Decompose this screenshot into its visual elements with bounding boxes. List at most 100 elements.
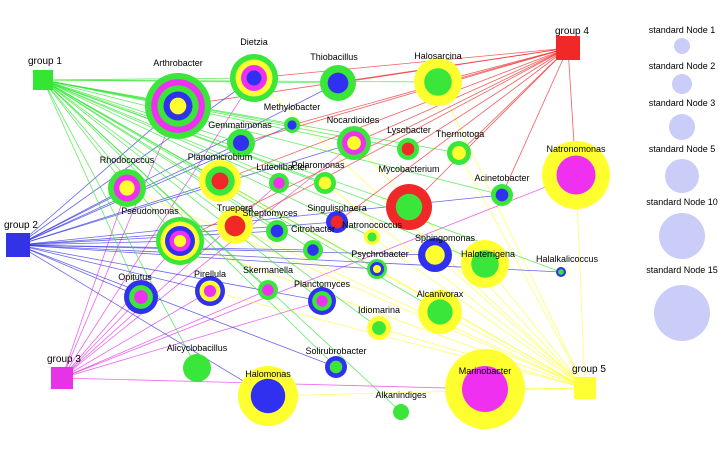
- node-label: Halalkalicoccus: [536, 254, 599, 264]
- node-label: Lysobacter: [387, 125, 431, 135]
- node-singulisphaera: Singulisphaera: [307, 203, 367, 233]
- edge-g1-gemmatimonas: [42, 79, 242, 144]
- node-label: Marinobacter: [459, 366, 512, 376]
- node-ring: [203, 284, 217, 298]
- edge-g4-singulisphaera: [336, 47, 569, 223]
- node-label: Skermanella: [243, 265, 293, 275]
- edge-g3-opitutus: [61, 296, 142, 379]
- node-ring: [330, 215, 344, 229]
- edge-g2-pirellula: [17, 244, 211, 292]
- edge-g5-psychrobacter: [376, 268, 586, 389]
- node-label: Nocardioides: [327, 115, 380, 125]
- node-marinobacter: Marinobacter: [445, 349, 525, 429]
- legend-circle: [665, 159, 699, 193]
- edge-g5-thermotoga: [458, 152, 586, 389]
- node-ring: [224, 215, 246, 237]
- edge-g3-nocardioides: [61, 142, 355, 379]
- node-ring: [329, 360, 343, 374]
- node-acinetobacter: Acinetobacter: [474, 173, 530, 206]
- legend-label: standard Node 15: [646, 265, 718, 275]
- group-label-4: group 4: [555, 26, 589, 37]
- node-idiomarina: Idiomarina: [358, 305, 400, 340]
- node-label: Arthrobacter: [153, 58, 203, 68]
- group-hub-1: [33, 70, 53, 90]
- node-planomicrobium: Planomicrobium: [188, 152, 252, 202]
- node-label: Thermotoga: [436, 129, 485, 139]
- node-truepera: Truepera: [217, 203, 253, 244]
- node-ring: [395, 193, 423, 221]
- edge-g5-pirellula: [209, 290, 586, 389]
- edge-g1-dietzia: [42, 77, 255, 81]
- node-label: Pirellula: [194, 269, 226, 279]
- group-label-2: group 2: [4, 220, 38, 231]
- edge-g1-haloterrigena: [42, 79, 486, 265]
- edge-g2-planomicrobium: [17, 180, 221, 246]
- node-label: Polaromonas: [291, 160, 345, 170]
- node-ring: [452, 146, 466, 160]
- node-label: Gemmatimonas: [208, 120, 272, 130]
- legend-label: standard Node 5: [649, 144, 716, 154]
- edge-g5-natronomonas: [575, 174, 586, 389]
- edge-g2-solirubrobacter: [17, 244, 337, 368]
- legend-circle: [654, 285, 710, 341]
- node-pirellula: Pirellula: [194, 269, 226, 306]
- edge-g2-pseudomonas: [17, 240, 181, 246]
- edge-g4-pseudomonas: [179, 47, 569, 242]
- edge-g4-truepera: [234, 47, 569, 227]
- edge-g5-dietzia: [253, 77, 586, 389]
- node-ring: [250, 378, 286, 414]
- edge-g1-halalkalicoccus: [42, 79, 562, 273]
- node-ring: [119, 180, 135, 196]
- edge-g3-dietzia: [61, 77, 255, 379]
- edge-g4-lysobacter: [407, 47, 569, 150]
- edge-g1-planctomyces: [42, 79, 323, 302]
- edge-g1-rhodococcus: [42, 79, 128, 189]
- node-lysobacter: Lysobacter: [387, 125, 431, 160]
- node-ring: [401, 142, 415, 156]
- node-ring: [462, 366, 508, 412]
- edge-g5-sphingomonas: [434, 254, 586, 389]
- node-ring: [367, 232, 377, 242]
- legend-label: standard Node 1: [649, 25, 716, 35]
- node-ring: [327, 72, 349, 94]
- node-label: Mycobacterium: [378, 164, 439, 174]
- node-halomonas: Halomonas: [238, 366, 298, 426]
- node-label: Citrobacter: [291, 224, 335, 234]
- node-label: Streptomyces: [242, 208, 298, 218]
- edge-g3-natronomonas: [61, 174, 577, 379]
- node-planctomyces: Planctomyces: [294, 279, 351, 315]
- edge-g3-rhodococcus: [61, 187, 128, 379]
- group-hub-4: [556, 36, 580, 60]
- edge-g2-thiobacillus: [17, 82, 339, 246]
- node-label: Singulisphaera: [307, 203, 367, 213]
- edge-g5-alcanivorax: [439, 311, 586, 389]
- node-label: Thiobacillus: [310, 52, 358, 62]
- node-label: Psychrobacter: [351, 249, 409, 259]
- node-label: Alkanindiges: [375, 390, 427, 400]
- node-label: Natronomonas: [546, 144, 606, 154]
- node-alicyclobacillus: Alicyclobacillus: [167, 343, 228, 382]
- node-label: Pseudomonas: [121, 206, 179, 216]
- node-ring: [211, 172, 229, 190]
- edge-g4-nocardioides: [353, 47, 569, 144]
- legend-label: standard Node 10: [646, 197, 718, 207]
- edge-g5-natronococcus: [371, 236, 586, 389]
- node-label: Sphingomonas: [415, 233, 476, 243]
- legend-label: standard Node 3: [649, 98, 716, 108]
- node-ring: [318, 176, 332, 190]
- node-luteolibacter: Luteolibacter: [256, 162, 308, 193]
- legend-circle: [674, 38, 690, 54]
- node-label: Alcanivorax: [417, 289, 464, 299]
- node-natronomonas: Natronomonas: [542, 141, 610, 209]
- node-skermanella: Skermanella: [243, 265, 293, 300]
- node-label: Alicyclobacillus: [167, 343, 228, 353]
- node-mycobacterium: Mycobacterium: [378, 164, 440, 230]
- edge-g2-arthrobacter: [17, 105, 179, 246]
- node-ring: [307, 244, 319, 256]
- group-label-5: group 5: [572, 364, 606, 375]
- node-ring: [393, 404, 409, 420]
- edge-g3-pseudomonas: [61, 240, 181, 379]
- group-label-1: group 1: [28, 56, 62, 67]
- node-ring: [316, 295, 328, 307]
- node-opitutus: Opitutus: [118, 272, 158, 314]
